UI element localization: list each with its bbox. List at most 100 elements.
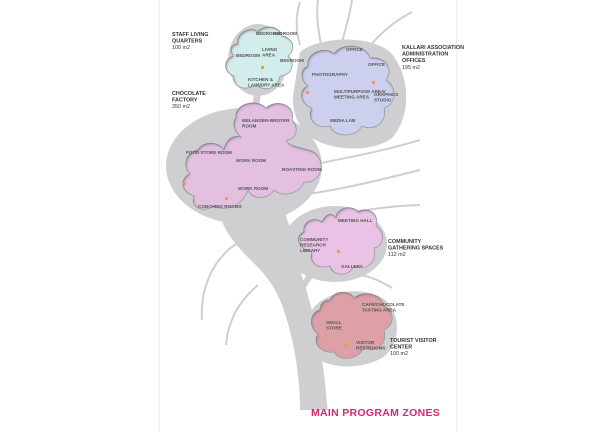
room-label-food-store: FOOD STORE ROOM bbox=[186, 150, 232, 155]
label-line: BEDROOM bbox=[256, 31, 280, 36]
zone-area: 112 m2 bbox=[388, 252, 406, 258]
label-line: TOURIST VISITOR bbox=[390, 338, 437, 344]
room-label-bedroom: BEDROOM bbox=[256, 31, 280, 36]
entry-marker-icon bbox=[306, 91, 309, 94]
label-line: MEETING AREA bbox=[334, 94, 370, 99]
label-line: ADMINISTRATION bbox=[402, 51, 448, 57]
room-label-media-lab: MEDIA LAB bbox=[330, 118, 356, 123]
room-label-roasting: ROASTING ROOM bbox=[282, 167, 322, 172]
thin-branch bbox=[299, 169, 421, 196]
label-line: OFFICE bbox=[368, 62, 385, 67]
label-line: MULTIPURPOSE AREA/ bbox=[334, 89, 386, 94]
label-line: LIBRARY bbox=[300, 248, 320, 253]
label-line: WORK ROOM bbox=[236, 158, 266, 163]
thin-branch bbox=[317, 272, 393, 289]
thin-branch bbox=[225, 284, 259, 346]
label-line: GRAPHICS bbox=[374, 92, 398, 97]
zone-area: 100 m2 bbox=[390, 351, 408, 357]
room-label-work-room: WORK ROOM bbox=[236, 158, 266, 163]
label-line: LAUNDRY AREA bbox=[248, 82, 285, 87]
label-line: GALLERY bbox=[341, 264, 363, 269]
entry-marker-icon bbox=[372, 81, 375, 84]
label-line: BEDROOM bbox=[280, 58, 304, 63]
label-line: TASTING AREA bbox=[362, 307, 397, 312]
label-line: STAFF LIVING bbox=[172, 32, 208, 38]
label-line: MEETING HALL bbox=[338, 218, 373, 223]
label-line: ROASTING ROOM bbox=[282, 167, 322, 172]
label-line: LIVING bbox=[262, 47, 278, 52]
label-line: STUDIO bbox=[374, 97, 392, 102]
label-line: QUARTERS bbox=[172, 38, 203, 44]
label-line: BEDROOM bbox=[236, 53, 260, 58]
label-line: COMMUNITY bbox=[388, 239, 422, 245]
label-line: MELANGER-BROYER bbox=[242, 118, 290, 123]
zone-area: 195 m2 bbox=[402, 65, 420, 71]
room-label-kitchen: KITCHEN &LAUNDRY AREA bbox=[248, 77, 285, 87]
entry-marker-icon bbox=[337, 250, 340, 253]
label-line: OFFICES bbox=[402, 58, 426, 64]
room-label-work-room: WORK ROOM bbox=[238, 186, 268, 191]
label-line: PHOTOGRAPHY bbox=[312, 72, 348, 77]
label-line: BEDROOM bbox=[273, 31, 297, 36]
label-line: VISITOR bbox=[356, 340, 375, 345]
entry-marker-icon bbox=[183, 182, 186, 185]
thin-branch bbox=[316, 0, 323, 51]
trunk bbox=[219, 185, 328, 410]
staff-pod bbox=[225, 26, 294, 90]
label-line: COMMUNITY bbox=[300, 237, 328, 242]
entry-marker-icon bbox=[261, 66, 264, 69]
room-label-gallery: GALLERY bbox=[341, 264, 363, 269]
tourist-pod bbox=[311, 291, 393, 359]
kallari-pod bbox=[301, 45, 395, 136]
room-label-bedroom: BEDROOM bbox=[280, 58, 304, 63]
label-line: SMALL bbox=[326, 320, 342, 325]
room-label-conching: CONCHING ROOMS bbox=[198, 204, 242, 209]
diagram-title: MAIN PROGRAM ZONES bbox=[311, 407, 440, 419]
room-label-bedroom: BEDROOM bbox=[273, 31, 297, 36]
thin-branch bbox=[200, 243, 237, 321]
label-line: AREA bbox=[262, 52, 276, 57]
label-line: WORK ROOM bbox=[238, 186, 268, 191]
room-label-office: OFFICE bbox=[346, 47, 363, 52]
entry-marker-icon bbox=[325, 334, 328, 337]
label-line: CAFE/CHOCOLATE bbox=[362, 302, 405, 307]
zone-area: 350 m2 bbox=[172, 104, 190, 110]
label-line: CONCHING ROOMS bbox=[198, 204, 242, 209]
entry-marker-icon bbox=[225, 197, 228, 200]
room-label-office: OFFICE bbox=[368, 62, 385, 67]
label-line: RESTROOMS bbox=[356, 345, 386, 350]
label-line: FACTORY bbox=[172, 97, 198, 103]
thin-branch bbox=[295, 1, 301, 46]
label-line: KALLARI ASSOCIATION bbox=[402, 45, 464, 51]
entry-marker-icon bbox=[345, 344, 348, 347]
label-line: FOOD STORE ROOM bbox=[186, 150, 232, 155]
factory-pod bbox=[182, 102, 322, 210]
label-line: KITCHEN & bbox=[248, 77, 274, 82]
zone-area: 100 m2 bbox=[172, 45, 190, 51]
label-line: GATHERING SPACES bbox=[388, 245, 444, 251]
label-line: CHOCOLATE bbox=[172, 91, 206, 97]
label-line: MEDIA LAB bbox=[330, 118, 356, 123]
label-line: RESEARCH bbox=[300, 242, 326, 247]
label-line: ROOM bbox=[242, 123, 256, 128]
entry-markers bbox=[183, 66, 375, 347]
room-label-photography: PHOTOGRAPHY bbox=[312, 72, 348, 77]
label-line: OFFICE bbox=[346, 47, 363, 52]
